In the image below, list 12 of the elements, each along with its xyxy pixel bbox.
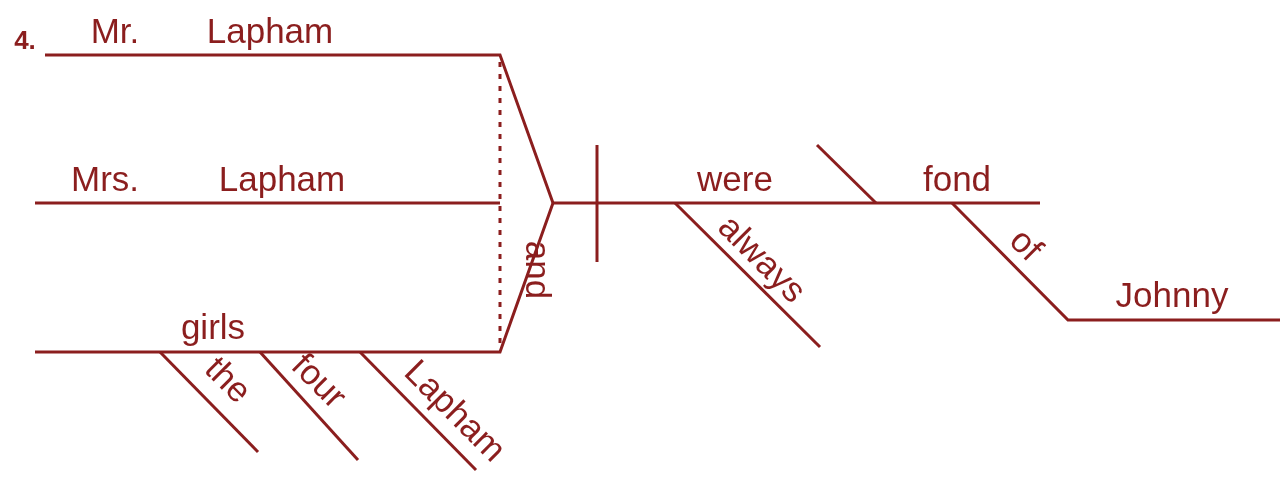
word-label: Mrs. <box>71 160 139 196</box>
item-number: 4. <box>14 27 36 53</box>
word-label: Lapham <box>206 12 334 48</box>
word-label: the <box>199 349 259 409</box>
word-label: Johnny <box>1115 276 1229 312</box>
word-label: of <box>1004 221 1050 267</box>
word-label: girls <box>180 308 246 344</box>
word-label: Mr. <box>90 12 140 48</box>
word-label: fond <box>922 160 992 196</box>
word-label: were <box>697 160 773 196</box>
word-label: Lapham <box>218 160 346 196</box>
word-label: four <box>286 346 354 414</box>
